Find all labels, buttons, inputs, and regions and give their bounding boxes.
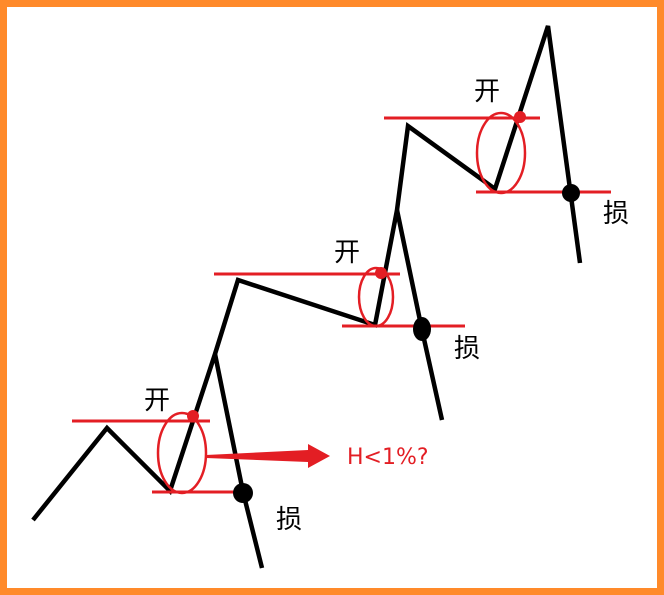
diagram-svg: 开 开 开 损 损 损 H<1%?: [31, 25, 629, 569]
stop-dot-1: [233, 483, 253, 503]
open-label-3: 开: [474, 77, 500, 107]
stop-label-2: 损: [454, 334, 480, 364]
annotation-text: H<1%?: [347, 445, 429, 470]
entry-dot-1: [187, 410, 199, 422]
stop-label-1: 损: [276, 505, 302, 535]
entry-dot-2: [375, 267, 387, 279]
annotation-arrow: [206, 444, 330, 468]
open-label-1: 开: [144, 386, 170, 416]
stop-label-3: 损: [603, 199, 629, 229]
stop-dot-2: [413, 317, 431, 341]
breakout-ellipse-2: [357, 266, 395, 328]
breakout-ellipse-1: [156, 411, 208, 495]
open-label-2: 开: [334, 238, 360, 268]
stop-leg-1: [212, 353, 265, 569]
breakout-ellipse-3: [475, 111, 527, 195]
entry-dot-3: [514, 111, 526, 123]
stop-dot-3: [562, 184, 580, 202]
stop-leg-2: [394, 209, 445, 421]
